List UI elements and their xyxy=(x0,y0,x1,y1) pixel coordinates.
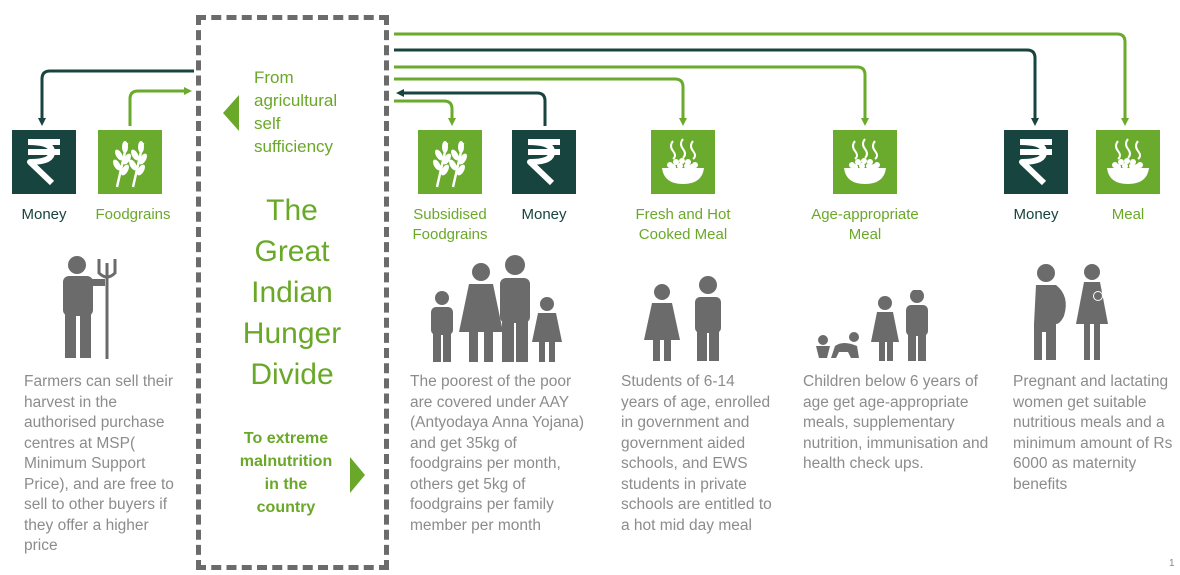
center-dashed-box xyxy=(196,15,389,570)
to-text: To extreme malnutrition in the country xyxy=(239,430,333,516)
arrow-box-to-student-meal xyxy=(394,77,687,126)
child-meal-tile xyxy=(833,130,897,194)
wheat-icon xyxy=(113,141,147,188)
farmer-description: Farmers can sell their harvest in the au… xyxy=(24,373,174,554)
student-meal-label: Fresh and Hot Cooked Meal xyxy=(635,206,731,243)
students-description: Students of 6-14 years of age, enrolled … xyxy=(621,373,772,534)
mothers-description: Pregnant and lactating women get suitabl… xyxy=(1013,373,1173,493)
arrow-box-to-mother-meal xyxy=(394,32,1129,126)
arrow-box-to-child-meal xyxy=(394,65,869,126)
farmer-foodgrains-tile xyxy=(98,130,162,194)
farmer-icon xyxy=(63,256,117,359)
poor-money-tile xyxy=(512,130,576,194)
child-meal-label: Age-appropriate Meal xyxy=(811,206,919,243)
from-text: From agricultural self sufficiency xyxy=(254,68,338,156)
wheat-icon xyxy=(433,141,467,188)
meal-bowl-icon xyxy=(1107,138,1149,184)
mother-money-label: Money xyxy=(1013,206,1059,223)
farmer-foodgrains-label: Foodgrains xyxy=(95,206,171,223)
rupee-icon xyxy=(27,139,60,186)
main-title: The Great Indian Hunger Divide xyxy=(242,194,342,391)
poor-money-label: Money xyxy=(521,206,567,223)
rupee-icon xyxy=(527,139,560,186)
meal-bowl-icon xyxy=(844,138,886,184)
children-icon xyxy=(816,290,928,361)
page-number: 1 xyxy=(1169,558,1175,569)
children-description: Children below 6 years of age get age-ap… xyxy=(803,373,989,472)
mother-meal-tile xyxy=(1096,130,1160,194)
farmer-money-tile xyxy=(12,130,76,194)
arrow-foodgrains-to-box xyxy=(128,87,192,126)
mother-money-tile xyxy=(1004,130,1068,194)
student-meal-tile xyxy=(651,130,715,194)
mother-meal-label: Meal xyxy=(1111,206,1145,223)
subsidised-foodgrains-tile xyxy=(418,130,482,194)
arrow-box-to-subsidised-foodgrains xyxy=(394,99,456,126)
right-triangle-icon xyxy=(350,457,365,493)
pregnant-mother-icon xyxy=(1034,264,1108,360)
poorest-description: The poorest of the poor are covered unde… xyxy=(410,373,585,534)
farmer-money-label: Money xyxy=(21,206,67,223)
arrow-poor-money-to-box xyxy=(396,89,547,126)
subsidised-foodgrains-label: Subsidised Foodgrains xyxy=(412,206,488,243)
left-triangle-icon xyxy=(223,95,239,131)
family-icon xyxy=(431,255,562,362)
rupee-icon xyxy=(1019,139,1052,186)
meal-bowl-icon xyxy=(662,138,704,184)
arrow-box-to-farmer-money xyxy=(38,69,194,126)
arrow-box-to-mother-money xyxy=(394,48,1039,126)
students-icon xyxy=(644,276,721,361)
